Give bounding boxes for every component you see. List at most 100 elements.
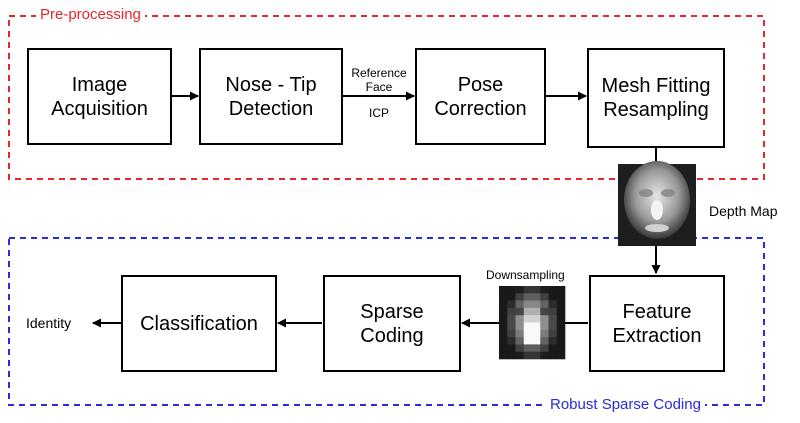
pixel-cell	[507, 337, 516, 345]
pose-correction-box: Pose Correction	[415, 48, 546, 145]
pixel-cell	[523, 293, 533, 301]
pixel-cell	[507, 293, 516, 301]
pixel-cell	[556, 351, 566, 360]
sparse-coding-box: Sparse Coding	[323, 275, 461, 372]
pixel-cell	[556, 322, 566, 331]
pixel-cell	[532, 307, 541, 316]
pixel-cell	[507, 344, 516, 352]
pixel-cell	[499, 351, 508, 360]
classification-box: Classification	[121, 275, 277, 372]
pixel-cell	[523, 344, 533, 352]
preprocessing-group	[8, 15, 765, 180]
pixel-cell	[507, 329, 516, 338]
pixel-cell	[499, 344, 508, 352]
pixel-cell	[556, 300, 566, 309]
pixel-cell	[499, 293, 508, 301]
mesh-fitting-resampling-box: Mesh Fitting Resampling	[587, 48, 725, 148]
pixel-cell	[499, 337, 508, 345]
depth-map-image	[618, 161, 696, 246]
pixel-cell	[507, 351, 516, 360]
image-acquisition-box: Image Acquisition	[27, 48, 172, 145]
identity-label: Identity	[26, 315, 72, 331]
mesh-fitting-resampling-label: Mesh Fitting Resampling	[601, 75, 711, 121]
pixel-cell	[499, 286, 508, 294]
robust-sparse-coding-label: Robust Sparse Coding	[546, 396, 705, 414]
downsampled-image	[499, 286, 566, 360]
pixel-cell	[507, 300, 516, 309]
pixel-cell	[515, 300, 525, 309]
pixel-cell	[540, 351, 549, 360]
pixel-cell	[523, 337, 533, 345]
pixel-cell	[532, 351, 541, 360]
pixel-cell	[515, 344, 525, 352]
reference-face-label: Reference Face	[351, 66, 407, 94]
pixel-cell	[499, 315, 508, 323]
pixel-cell	[523, 307, 533, 316]
pixel-cell	[507, 286, 516, 294]
pixel-cell	[532, 300, 541, 309]
nose-tip-detection-box: Nose - Tip Detection	[199, 48, 343, 145]
pixel-cell	[540, 322, 549, 331]
pixel-cell	[540, 300, 549, 309]
icp-label: ICP	[368, 106, 389, 120]
pixel-cell	[540, 337, 549, 345]
image-acquisition-label: Image Acquisition	[51, 73, 148, 120]
sparse-coding-label: Sparse Coding	[360, 300, 424, 347]
pixel-cell	[499, 329, 508, 338]
feature-extraction-box: Feature Extraction	[589, 275, 725, 372]
pixel-cell	[548, 315, 558, 323]
depth-map-label: Depth Map	[709, 203, 778, 219]
pixel-cell	[540, 286, 549, 294]
pixel-cell	[523, 300, 533, 309]
pixel-cell	[532, 293, 541, 301]
pixel-cell	[532, 337, 541, 345]
pixel-cell	[523, 351, 533, 360]
pixel-cell	[523, 286, 533, 294]
pixel-cell	[499, 322, 508, 331]
pose-correction-label: Pose Correction	[434, 73, 527, 120]
pixel-cell	[515, 286, 525, 294]
pixel-cell	[548, 337, 558, 345]
pixel-cell	[540, 307, 549, 316]
pixel-cell	[540, 315, 549, 323]
pixel-cell	[548, 300, 558, 309]
nose-tip-detection-label: Nose - Tip Detection	[225, 73, 317, 120]
pixel-cell	[556, 344, 566, 352]
pixel-cell	[532, 344, 541, 352]
pixel-cell	[515, 307, 525, 316]
pixel-cell	[556, 315, 566, 323]
pixel-cell	[556, 307, 566, 316]
pixel-cell	[548, 286, 558, 294]
pixel-cell	[532, 315, 541, 323]
preprocessing-label: Pre-processing	[36, 6, 145, 24]
pixel-cell	[548, 322, 558, 331]
pixel-cell	[548, 307, 558, 316]
robust-sparse-coding-group	[8, 237, 765, 406]
pixel-cell	[532, 329, 541, 338]
feature-extraction-label: Feature Extraction	[612, 300, 702, 347]
pixel-cell	[540, 329, 549, 338]
pixel-cell	[507, 315, 516, 323]
pixel-cell	[515, 329, 525, 338]
pixel-cell	[540, 293, 549, 301]
pixel-cell	[499, 307, 508, 316]
classification-label: Classification	[140, 312, 258, 335]
pixel-cell	[515, 351, 525, 360]
pixel-cell	[556, 337, 566, 345]
downsampling-label: Downsampling	[486, 268, 565, 282]
pixel-cell	[548, 293, 558, 301]
pixel-cell	[523, 329, 533, 338]
pixel-cell	[515, 315, 525, 323]
pixel-cell	[532, 322, 541, 331]
pixel-cell	[507, 322, 516, 331]
pixel-cell	[556, 329, 566, 338]
pixel-cell	[532, 286, 541, 294]
pixel-cell	[548, 351, 558, 360]
pixel-cell	[507, 307, 516, 316]
pixel-cell	[556, 293, 566, 301]
pixel-cell	[515, 337, 525, 345]
pixel-cell	[548, 344, 558, 352]
pixel-cell	[556, 286, 566, 294]
pixel-cell	[515, 293, 525, 301]
